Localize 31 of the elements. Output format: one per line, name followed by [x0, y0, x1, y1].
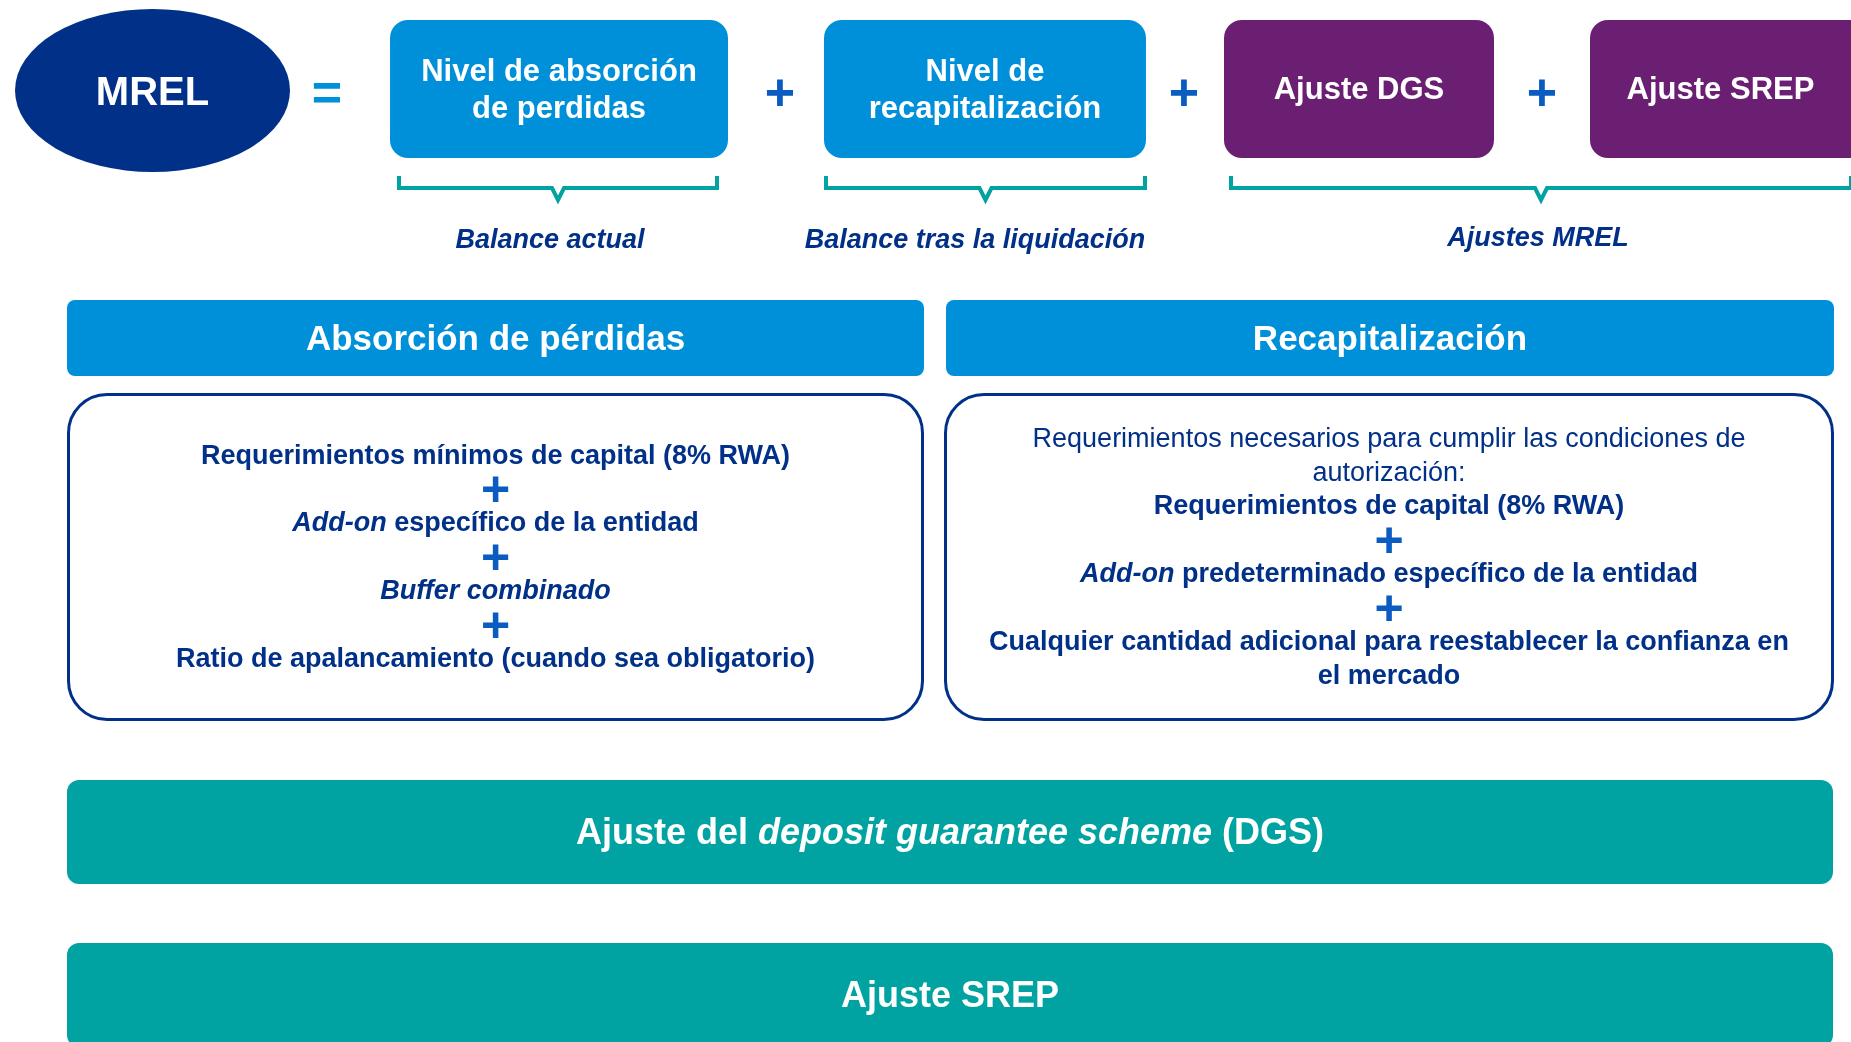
- requirement-text: Add-on específico de la entidad: [292, 506, 699, 540]
- process-box: Nivel de recapitalización: [824, 20, 1146, 158]
- content-box: [944, 393, 1834, 721]
- requirement-text: Cualquier cantidad adicional para reestablecer la confianza en el mercado: [988, 624, 1790, 692]
- requirement-text: Ratio de apalancamiento (cuando sea obligatorio): [175, 641, 816, 675]
- process-box: Nivel de absorción de perdidas: [390, 20, 728, 158]
- plus-sign: +: [480, 472, 511, 507]
- plus-sign: +: [1374, 590, 1404, 625]
- bracket-caption: Ajustes MREL: [1447, 222, 1629, 253]
- plus-sign: +: [1374, 523, 1404, 557]
- process-box: Ajuste SREP: [1590, 20, 1851, 158]
- ellipse-node: MREL: [15, 9, 290, 172]
- plus-sign: +: [480, 540, 511, 574]
- bracket-caption: Balance actual: [455, 224, 645, 255]
- bracket-caption: Balance tras la liquidación: [804, 224, 1146, 255]
- equals-sign: =: [310, 62, 344, 122]
- requirement-text: Requerimientos necesarios para cumplir las condiciones de autorización:: [1031, 421, 1747, 489]
- requirement-text: Requerimientos de capital (8% RWA): [1153, 489, 1625, 523]
- content-box: [67, 393, 924, 721]
- footer-band: Ajuste SREP: [67, 943, 1833, 1042]
- plus-sign: +: [1525, 62, 1559, 122]
- process-box: Ajuste DGS: [1224, 20, 1494, 158]
- requirement-text: Add-on predeterminado específico de la entidad: [1079, 557, 1699, 590]
- requirement-text: Buffer combinado: [380, 574, 611, 607]
- plus-sign: +: [763, 62, 797, 122]
- header-band: Recapitalización: [946, 300, 1834, 376]
- footer-band: Ajuste del deposit guarantee scheme (DGS): [67, 780, 1833, 884]
- header-band: Absorción de pérdidas: [67, 300, 924, 376]
- plus-sign: +: [1167, 62, 1201, 122]
- requirement-text: Requerimientos mínimos de capital (8% RWA): [200, 438, 791, 472]
- plus-sign: +: [480, 607, 511, 642]
